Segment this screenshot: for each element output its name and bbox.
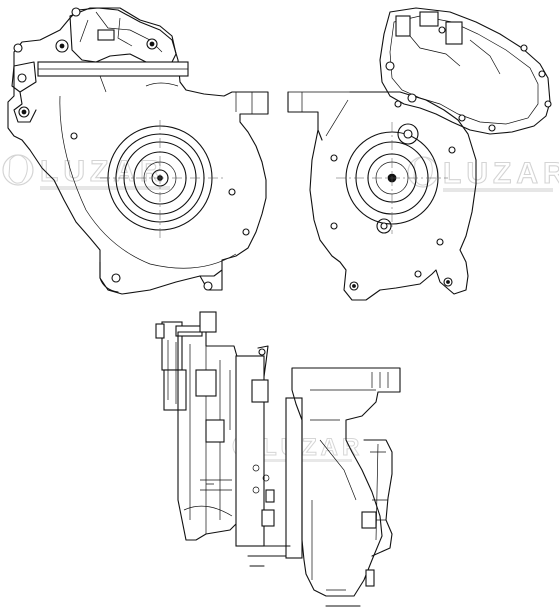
bearing-detail xyxy=(251,379,269,403)
actuator-bolt xyxy=(544,100,552,108)
flange-edge xyxy=(288,91,350,112)
center-block xyxy=(205,419,225,443)
watermark-tagline-bar xyxy=(443,188,553,192)
port-boss xyxy=(397,123,419,145)
actuator-bolt xyxy=(438,26,446,34)
connector-tab xyxy=(155,323,165,339)
housing-flange-edge xyxy=(235,92,253,114)
luzar-logo-icon xyxy=(2,154,34,186)
luzar-logo-icon xyxy=(407,156,439,188)
actuator-bolt xyxy=(71,7,81,17)
turbine-housing xyxy=(291,367,401,597)
bolt xyxy=(228,188,236,196)
bracket-line xyxy=(99,75,107,93)
bolt xyxy=(242,228,250,236)
mount-hole xyxy=(203,281,213,291)
watermark-tagline-bar xyxy=(262,459,352,462)
watermark-brand-text: LUZAR xyxy=(262,434,363,461)
watermark-brand-text: LUZAR xyxy=(40,155,167,188)
bolt xyxy=(70,132,78,140)
actuator-bolt xyxy=(488,124,496,132)
actuator-cap xyxy=(175,325,203,337)
heat-shield-plate xyxy=(285,397,303,559)
port xyxy=(252,464,260,472)
mount-hole-core xyxy=(446,280,450,284)
center-block xyxy=(195,369,217,397)
sensor-connector xyxy=(395,15,411,37)
port-hole xyxy=(403,129,413,139)
actuator-bolt-core xyxy=(59,43,65,49)
mount-hole xyxy=(111,273,121,283)
watermark-tagline-bar xyxy=(40,186,170,190)
bolt xyxy=(13,43,23,53)
actuator-bolt xyxy=(538,70,546,78)
volute-inner xyxy=(59,95,237,269)
outlet-flange-detail xyxy=(370,443,388,541)
bolt xyxy=(414,270,422,278)
actuator-detail xyxy=(167,340,177,404)
watermark-right: LUZAR xyxy=(407,156,559,192)
actuator-inner xyxy=(389,15,539,125)
port-hole xyxy=(380,222,388,230)
wastegate-linkage xyxy=(11,61,37,123)
inlet-flange xyxy=(287,91,323,141)
outlet-flange xyxy=(363,439,393,557)
compressor-side-view xyxy=(287,7,552,301)
arm-pivot xyxy=(258,348,266,356)
sensor-top xyxy=(199,311,217,333)
sensor-connector xyxy=(419,11,439,27)
drain-fitting xyxy=(261,509,275,527)
side-elevation-view xyxy=(155,311,401,607)
clamp-fitting xyxy=(361,511,377,529)
mount-hole-core xyxy=(352,284,356,288)
port xyxy=(252,486,260,494)
sensor-housing xyxy=(445,21,463,45)
neck-curve xyxy=(145,82,179,87)
actuator-connector xyxy=(97,29,115,41)
watermark-bottom: LUZAR xyxy=(232,433,363,462)
actuator-bolt xyxy=(458,114,466,122)
actuator-body xyxy=(69,7,177,65)
housing-outline xyxy=(7,7,269,295)
actuator-bolt xyxy=(394,100,402,108)
housing-edge xyxy=(325,99,349,137)
watermark-brand-text: LUZAR xyxy=(443,157,559,190)
actuator-bolt xyxy=(407,93,417,103)
bolt xyxy=(448,146,456,154)
actuator-bolt xyxy=(385,61,395,71)
actuator-lower xyxy=(163,369,187,411)
linkage-pivot-core xyxy=(21,109,27,115)
drain-fitting xyxy=(265,489,275,503)
housing-outline xyxy=(309,91,477,301)
mounting-foot xyxy=(99,261,223,293)
bolt xyxy=(330,154,338,162)
flange-bolts xyxy=(371,372,389,388)
actuator-ribs xyxy=(409,35,501,75)
bolt xyxy=(330,222,338,230)
port xyxy=(262,474,270,482)
base-edge xyxy=(239,545,361,607)
oil-port xyxy=(200,479,232,491)
flange-curve xyxy=(183,505,233,517)
linkage-pivot xyxy=(17,73,27,83)
bolt xyxy=(436,238,444,246)
actuator-bolt xyxy=(520,44,528,52)
turbine-detail xyxy=(310,389,376,591)
actuator-body xyxy=(379,7,551,135)
turbine-side-view xyxy=(7,7,269,295)
port-boss xyxy=(376,218,392,234)
actuator-bolt-core xyxy=(149,41,155,47)
exhaust-bolt xyxy=(365,569,375,587)
